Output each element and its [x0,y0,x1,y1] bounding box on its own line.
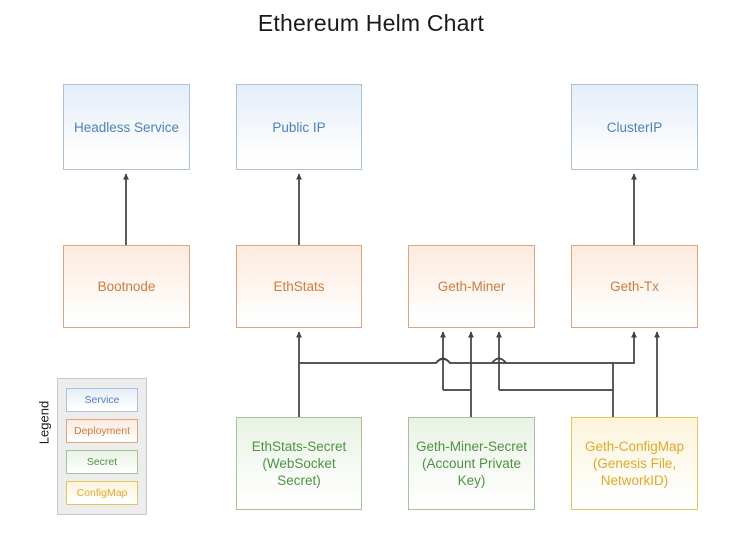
legend-panel: Service Deployment Secret ConfigMap [57,378,147,515]
node-bootnode[interactable]: Bootnode [63,245,190,328]
node-geth-miner[interactable]: Geth-Miner [408,245,535,328]
node-ethstats[interactable]: EthStats [236,245,362,328]
page-title: Ethereum Helm Chart [257,10,485,36]
node-geth-configmap[interactable]: Geth-ConfigMap(Genesis File, NetworkID) [571,417,698,510]
line-hop-1 [435,357,451,364]
legend-item-secret[interactable]: Secret [66,449,138,474]
line-hop-2 [491,357,507,364]
node-headless-service[interactable]: Headless Service [63,84,190,170]
node-geth-miner-secret[interactable]: Geth-Miner-Secret(Account Private Key) [408,417,535,510]
edge-ethstats-secret-bus-to-geth-miner [299,358,613,364]
legend-title: Legend [36,400,52,445]
node-geth-tx[interactable]: Geth-Tx [571,245,698,328]
legend-item-deployment[interactable]: Deployment [66,419,138,444]
node-cluster-ip[interactable]: ClusterIP [571,84,698,170]
edge-geth-configmap-bus-to-geth-tx [612,331,637,417]
legend-item-configmap[interactable]: ConfigMap [66,480,138,505]
legend-item-service[interactable]: Service [66,388,138,413]
node-public-ip[interactable]: Public IP [236,84,362,170]
node-ethstats-secret[interactable]: EthStats-Secret(WebSocket Secret) [236,417,362,510]
